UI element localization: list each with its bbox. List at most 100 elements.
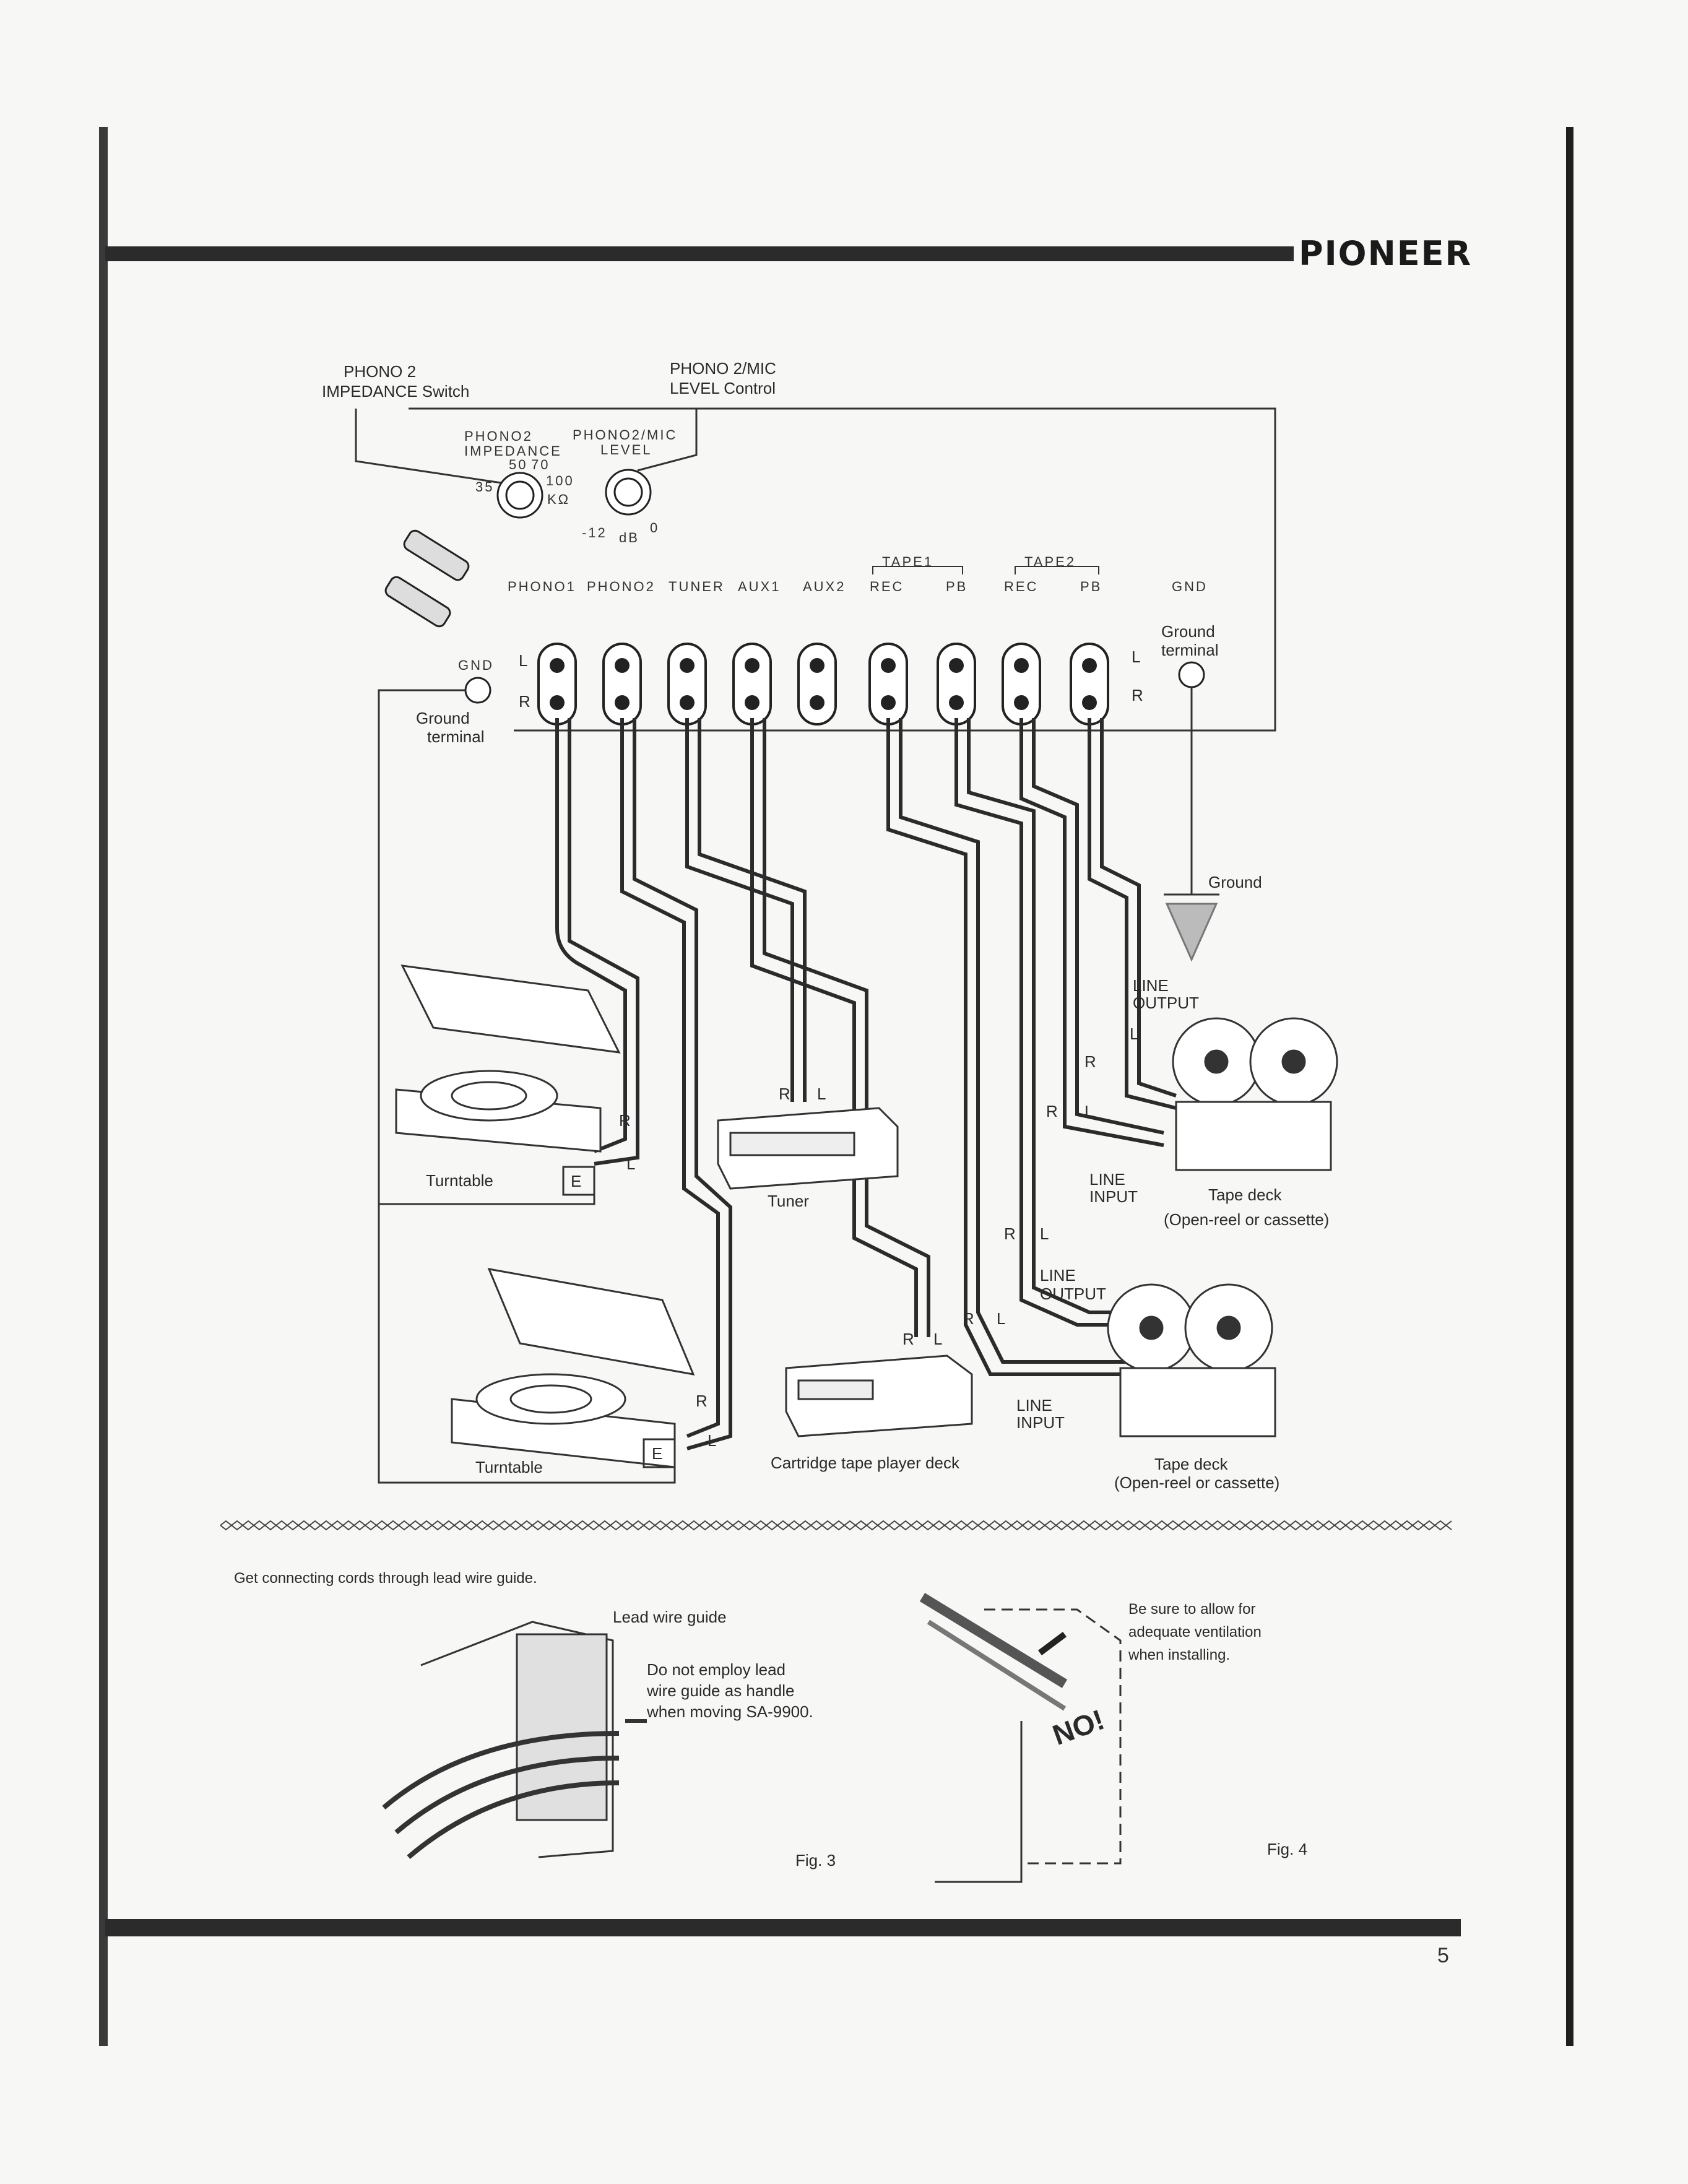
jack-label-tape2-rec: REC [1004,579,1039,594]
fig3-warning-line3: when moving SA-9900. [647,1702,813,1721]
deck2-out-l: L [1040,1224,1049,1243]
turntable-1-earth: E [571,1172,582,1190]
tape-deck-1-label: Tape deck [1208,1185,1282,1204]
line-input-2-label1: LINE [1016,1396,1052,1415]
cartridge-deck-label: Cartridge tape player deck [771,1454,959,1472]
cartridge-l: L [933,1330,943,1348]
turntable-1-illustration [395,964,621,1153]
deck2-out-r: R [1004,1224,1016,1243]
tuner-l: L [817,1085,826,1103]
cartridge-r: R [902,1330,914,1348]
impedance-callout-line1: PHONO 2 [344,362,417,381]
line-output-1-label2: OUTPUT [1133,994,1199,1012]
impedance-callout-line2: IMPEDANCE Switch [322,382,470,401]
line-input-1-label1: LINE [1089,1170,1125,1189]
level-panel-label1: PHONO2/MIC [573,427,678,443]
channel-l-left: L [519,651,528,670]
line-output-1-label1: LINE [1133,976,1169,995]
left-ground-terminal [464,677,491,704]
tuner-r: R [779,1085,790,1103]
impedance-unit: KΩ [547,492,571,507]
rear-panel-outline [409,407,1276,732]
turntable-1-r: R [619,1111,631,1130]
tape-deck-2-label: Tape deck [1154,1455,1228,1473]
right-ground-terminal [1178,661,1205,688]
right-ground-terminal-label1: Ground [1161,622,1215,641]
signal-cables [555,718,1177,1450]
impedance-panel-label1: PHONO2 [464,428,533,444]
level-panel-label2: LEVEL [600,442,652,457]
turntable-2-illustration [451,1268,695,1468]
turntable-1-l: L [626,1155,636,1173]
turntable-2-label: Turntable [475,1458,543,1476]
ground-symbol [1164,893,1219,962]
turntable-2-earth: E [652,1444,663,1463]
jack-label-tape1-rec: REC [870,579,904,594]
jack-label-phono1: PHONO1 [508,579,576,594]
left-ground-terminal-label2: terminal [427,727,485,746]
lead-wire-guide-label: Lead wire guide [613,1608,727,1626]
fig3-warning-line2: wire guide as handle [647,1681,795,1700]
page-spine-shadow [99,127,108,2046]
jack-label-tape2-pb: PB [1080,579,1102,594]
turntable-2-r: R [696,1392,708,1410]
channel-r-right: R [1132,686,1143,704]
deck1-out-l: L [1130,1025,1139,1043]
impedance-callout-line [355,409,502,484]
left-gnd-label: GND [458,657,494,673]
tape2-label: TAPE2 [1024,554,1076,570]
jack-label-aux1: AUX1 [738,579,781,594]
fig4-note-line1: Be sure to allow for [1128,1601,1256,1618]
level-callout-line [637,409,698,472]
fig3-caption: Fig. 3 [795,1851,836,1870]
left-ground-terminal-label1: Ground [416,709,470,727]
impedance-value-100: 100 [546,473,574,488]
impedance-value-50: 50 [509,457,528,472]
impedance-knob [496,472,543,519]
jack-pairs [537,643,1109,726]
fig4-caption: Fig. 4 [1267,1840,1308,1858]
tuner-illustration [717,1107,899,1190]
deck1-in-r: R [1046,1102,1058,1120]
jack-label-aux2: AUX2 [803,579,846,594]
jack-label-tuner: TUNER [669,579,725,594]
line-output-2-label2: OUTPUT [1040,1285,1106,1303]
fig4-illustration [919,1593,1122,1883]
fig3-illustration [382,1621,647,1860]
jack-label-tape1-pb: PB [946,579,968,594]
turntable-2-l: L [708,1431,717,1450]
deck1-out-r: R [1084,1052,1096,1071]
deck1-in-l: L [1084,1102,1094,1120]
tape2-bracket [1015,566,1099,574]
jack-label-phono2: PHONO2 [587,579,656,594]
tape-deck-1-sublabel: (Open-reel or cassette) [1164,1210,1330,1229]
turntable-ground-lead [378,689,676,1484]
fig3-heading: Get connecting cords through lead wire g… [234,1570,537,1587]
impedance-panel-label2: IMPEDANCE [464,443,562,459]
tape-deck-2-sublabel: (Open-reel or cassette) [1114,1473,1280,1492]
tuner-label: Tuner [768,1192,809,1210]
footer-rule [105,1919,1461,1936]
level-callout-line1: PHONO 2/MIC [670,359,776,378]
fig4-note-line3: when installing. [1128,1647,1231,1663]
pioneer-logo: PIONEER [1299,234,1473,273]
channel-l-right: L [1132,648,1141,666]
turntable-1-label: Turntable [426,1171,493,1190]
line-input-2-label2: INPUT [1016,1413,1065,1432]
tape1-bracket [872,566,963,574]
level-max-value: 0 [650,520,660,535]
deck2-in-l: L [997,1309,1006,1328]
page-number: 5 [1437,1944,1449,1967]
tape-deck-2-illustration [1107,1283,1276,1437]
level-callout-line2: LEVEL Control [670,379,776,397]
ground-label: Ground [1208,873,1262,891]
fig3-warning-line1: Do not employ lead [647,1660,786,1679]
section-separator [220,1520,1452,1531]
impedance-value-70: 70 [531,457,550,472]
level-unit: dB [619,530,639,545]
level-knob [605,469,652,516]
header-rule [105,246,1294,261]
deck2-in-r: R [963,1309,974,1328]
cartridge-deck-illustration [785,1354,973,1437]
